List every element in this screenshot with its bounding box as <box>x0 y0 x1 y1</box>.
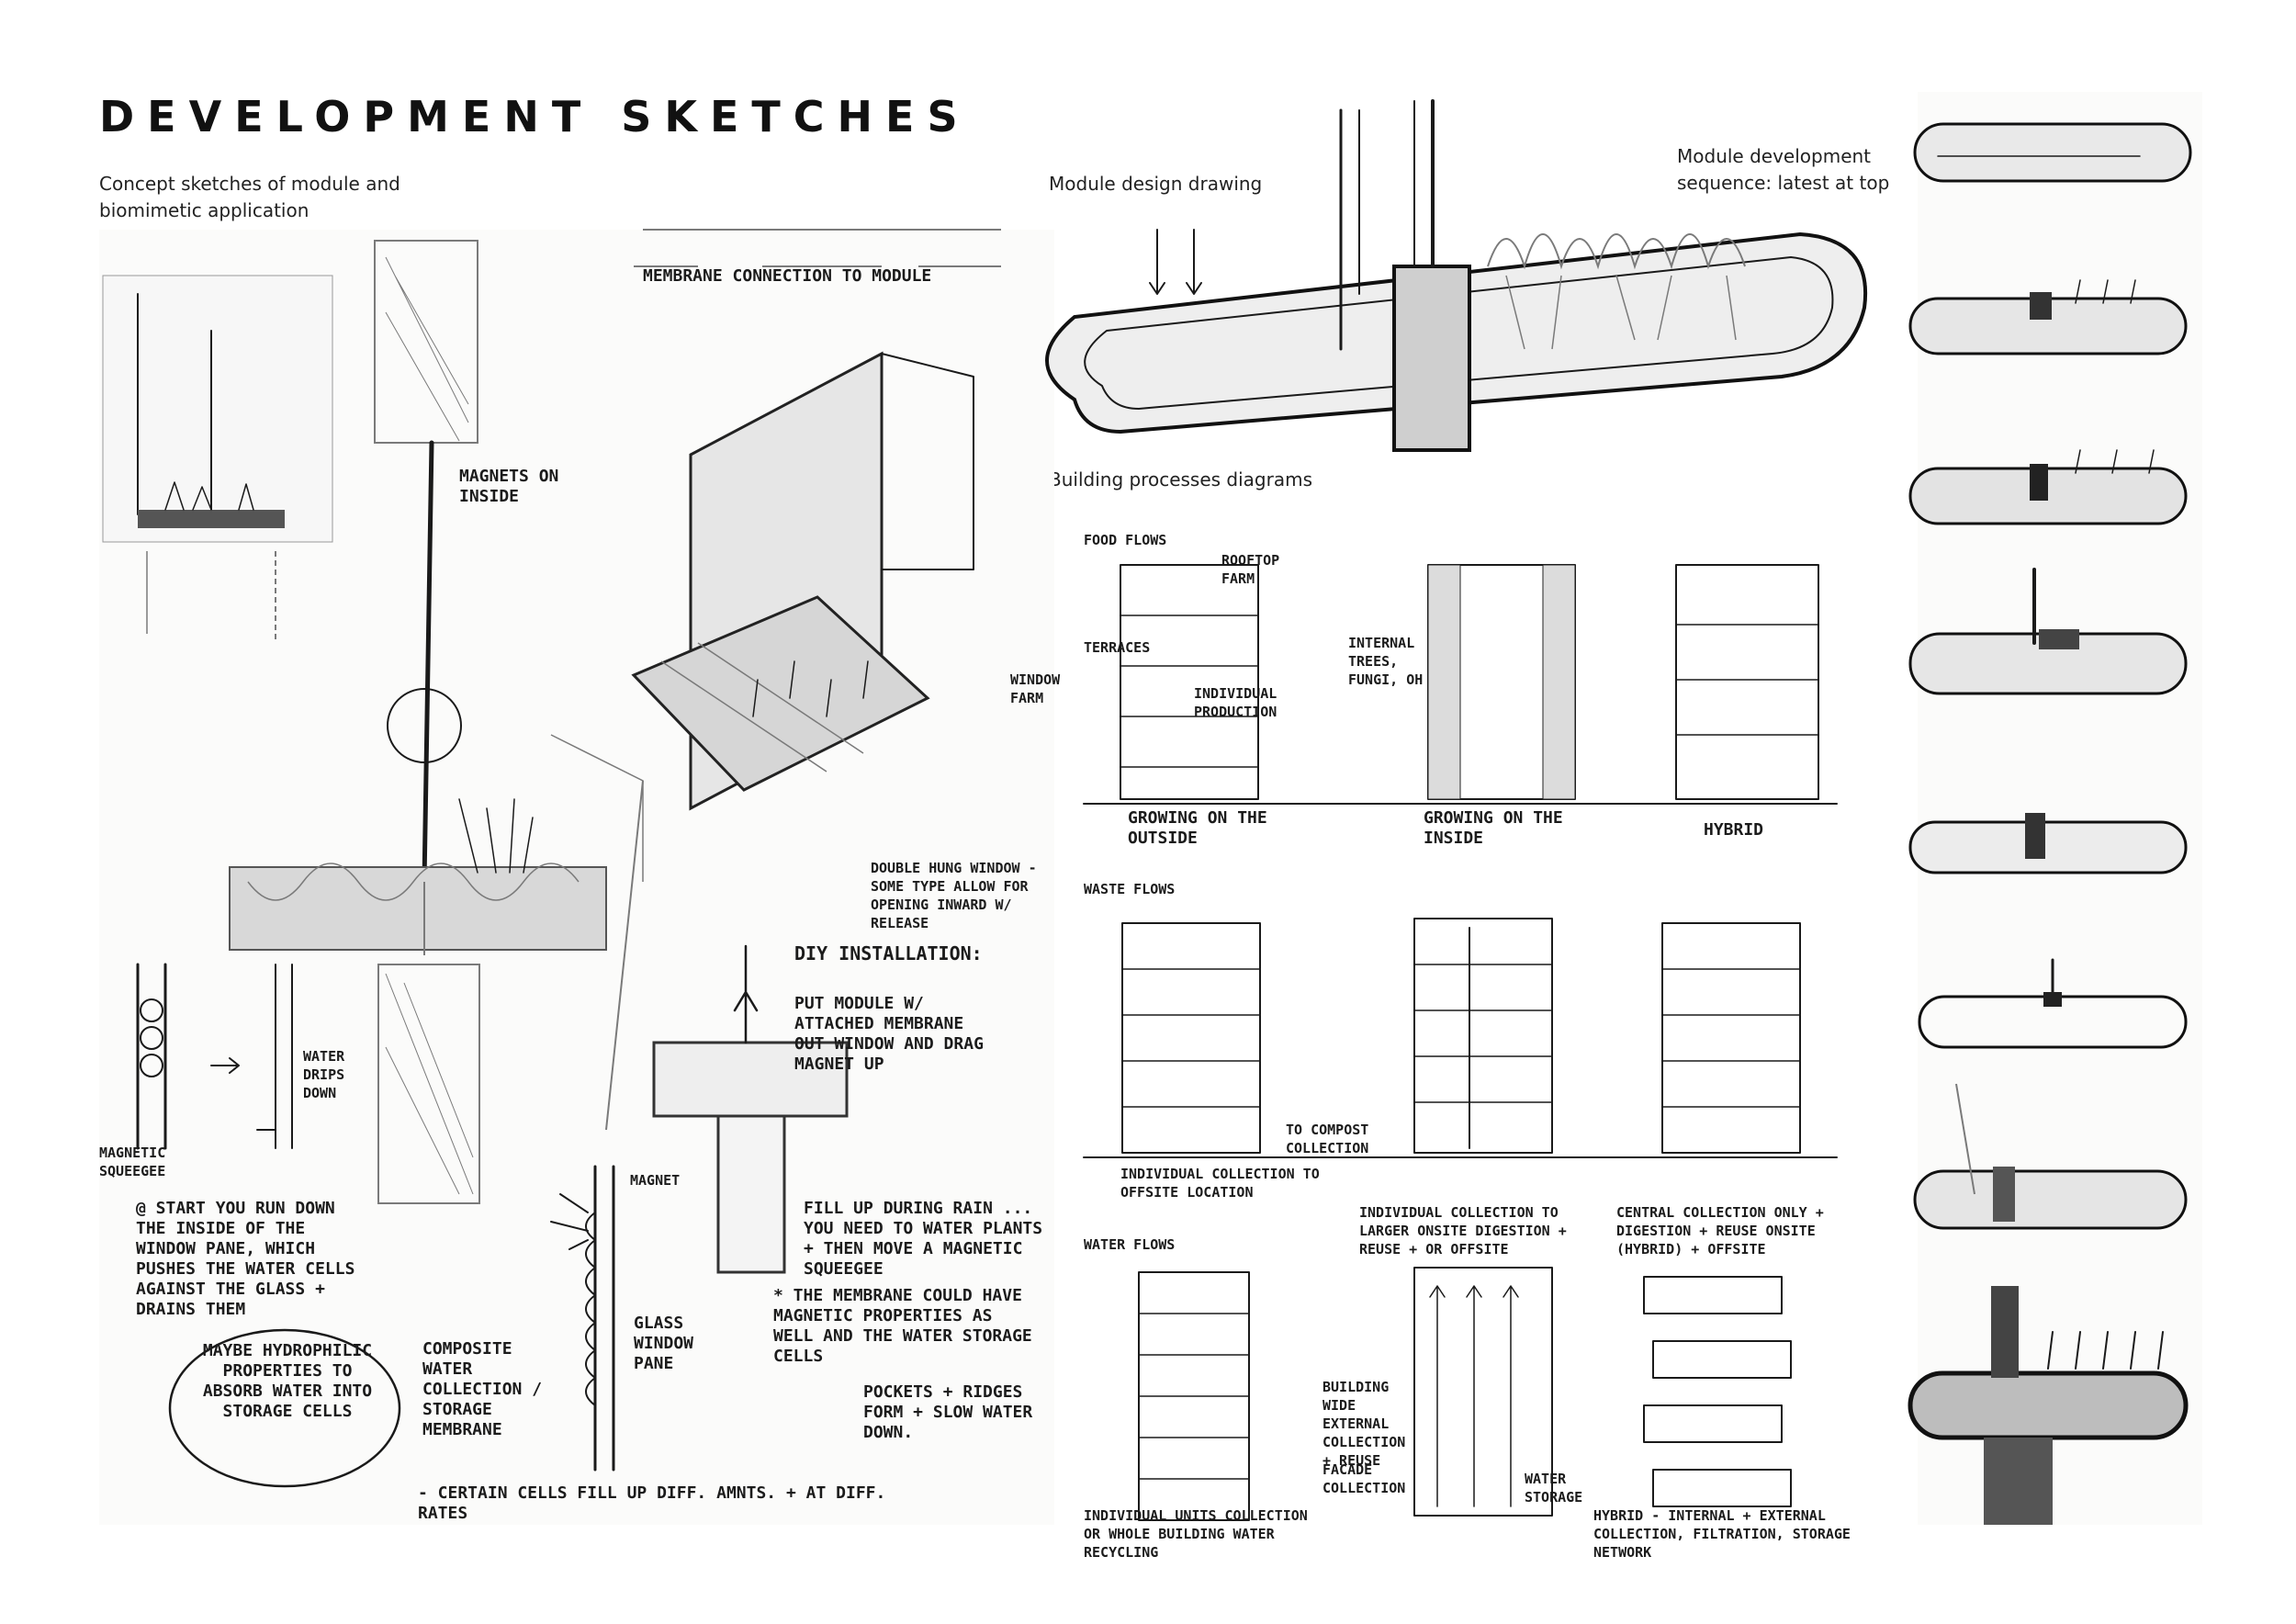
page-title: DEVELOPMENT SKETCHES <box>99 92 971 141</box>
label-hybrid-water: HYBRID - INTERNAL + EXTERNAL COLLECTION,… <box>1593 1507 1851 1561</box>
note-certain-cells: - CERTAIN CELLS FILL UP DIFF. AMNTS. + A… <box>418 1483 886 1523</box>
label-facade-collection: FACADE COLLECTION <box>1322 1461 1406 1496</box>
note-membrane-connection: MEMBRANE CONNECTION TO MODULE <box>643 266 932 286</box>
sequence-module-6 <box>1918 958 2188 1049</box>
caption-building-processes: Building processes diagrams <box>1049 468 1313 491</box>
sequence-module-3 <box>1908 449 2188 525</box>
module-t-junction-sketch <box>652 944 849 1274</box>
waste-flows-row <box>1083 918 1838 1158</box>
note-magnet: MAGNET <box>630 1172 681 1189</box>
caption-module-design: Module design drawing <box>1049 173 1263 195</box>
label-individual-water: INDIVIDUAL UNITS COLLECTION OR WHOLE BUI… <box>1084 1507 1308 1561</box>
label-terraces: TERRACES <box>1084 639 1151 656</box>
note-double-hung: DOUBLE HUNG WINDOW - SOME TYPE ALLOW FOR… <box>871 860 1037 931</box>
label-water-storage: WATER STORAGE <box>1525 1471 1583 1506</box>
sequence-module-1 <box>1913 122 2192 183</box>
building-processes-diagrams <box>1083 564 1838 1521</box>
window-farm-perspective-sketch <box>631 229 1001 811</box>
label-individual-onsite: INDIVIDUAL COLLECTION TO LARGER ONSITE D… <box>1359 1204 1567 1257</box>
detail-section-sketch <box>102 275 333 643</box>
label-individual-collection: INDIVIDUAL COLLECTION TO OFFSITE LOCATIO… <box>1120 1166 1320 1201</box>
label-to-compost: TO COMPOST COLLECTION <box>1286 1122 1369 1156</box>
sequence-module-8 <box>1908 1286 2189 1525</box>
note-start-run-down: @ START YOU RUN DOWN THE INSIDE OF THE W… <box>136 1199 355 1319</box>
hydrophilic-note-bubble <box>168 1328 401 1488</box>
food-flows-row <box>1083 564 1838 805</box>
note-pockets-ridges: POCKETS + RIDGES FORM + SLOW WATER DOWN. <box>863 1382 1033 1442</box>
label-hybrid: HYBRID <box>1704 820 1764 840</box>
module-design-drawing <box>1045 99 1868 452</box>
label-growing-outside: GROWING ON THE OUTSIDE <box>1128 808 1267 848</box>
glass-membrane-sketch <box>550 1165 615 1472</box>
sequence-module-4 <box>1908 568 2188 695</box>
caption-concept-sketches: Concept sketches of module and biomimeti… <box>99 173 400 221</box>
water-flows-row <box>1138 1267 1792 1521</box>
label-waste-flows: WASTE FLOWS <box>1084 881 1176 897</box>
note-diy-text: PUT MODULE W/ ATTACHED MEMBRANE OUT WIND… <box>794 994 984 1074</box>
note-fill-up: FILL UP DURING RAIN ... YOU NEED TO WATE… <box>804 1199 1043 1279</box>
label-internal-trees: INTERNAL TREES, FUNGI, OH <box>1348 635 1424 688</box>
label-building-wide: BUILDING WIDE EXTERNAL COLLECTION + REUS… <box>1322 1379 1406 1469</box>
sequence-module-2 <box>1908 279 2188 355</box>
sequence-module-5 <box>1908 813 2188 874</box>
sequence-module-7 <box>1913 1083 2188 1230</box>
note-membrane-magnetic: * THE MEMBRANE COULD HAVE MAGNETIC PROPE… <box>773 1286 1032 1366</box>
note-glass-window-pane: GLASS WINDOW PANE <box>634 1314 694 1373</box>
note-magnets-on-inside: MAGNETS ON INSIDE <box>459 467 559 506</box>
water-cells-sketch <box>136 963 293 1150</box>
caption-development-sequence: Module development sequence: latest at t… <box>1677 145 1890 194</box>
module-sequence-column <box>1908 92 2202 1525</box>
label-water-flows: WATER FLOWS <box>1084 1236 1176 1253</box>
label-growing-inside: GROWING ON THE INSIDE <box>1424 808 1563 848</box>
note-diy-heading: DIY INSTALLATION: <box>794 942 983 964</box>
note-water-drips: WATER DRIPS DOWN <box>303 1048 345 1101</box>
label-central-collection: CENTRAL COLLECTION ONLY + DIGESTION + RE… <box>1616 1204 1824 1257</box>
note-composite-membrane: COMPOSITE WATER COLLECTION / STORAGE MEM… <box>422 1339 543 1439</box>
window-membrane-section-sketch <box>229 240 644 1204</box>
label-rooftop-farm: ROOFTOP FARM <box>1221 552 1280 587</box>
concept-sketch-sheet <box>99 229 1054 1525</box>
label-individual-production: INDIVIDUAL PRODUCTION <box>1194 685 1277 720</box>
label-food-flows: FOOD FLOWS <box>1084 532 1167 548</box>
note-window-farm: WINDOW FARM <box>1010 671 1061 706</box>
note-magnetic-squeegee: MAGNETIC SQUEEGEE <box>99 1145 166 1179</box>
note-hydrophilic: MAYBE HYDROPHILIC PROPERTIES TO ABSORB W… <box>202 1341 373 1421</box>
